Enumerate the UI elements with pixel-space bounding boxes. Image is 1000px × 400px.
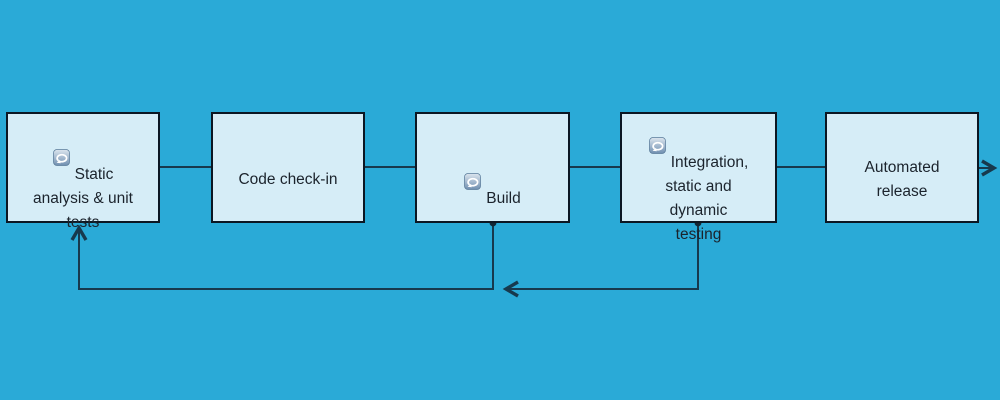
- node-label: Build: [486, 189, 521, 207]
- node-static-analysis-unit-tests: Static analysis & unit tests: [6, 112, 160, 231]
- node-automated-release: Automated release: [825, 112, 979, 223]
- node-label: Code check-in: [238, 170, 338, 188]
- repeat-icon: [648, 113, 666, 154]
- node-label: Static analysis & unit tests: [33, 165, 133, 231]
- node-label: Automated release: [864, 158, 940, 200]
- node-build: Build: [415, 112, 570, 223]
- repeat-icon: [52, 125, 70, 166]
- repeat-icon: [464, 149, 482, 190]
- node-integration-testing: Integration, static and dynamic testing: [620, 112, 777, 243]
- node-label: Integration, static and dynamic testing: [665, 153, 749, 243]
- node-code-check-in: Code check-in: [211, 112, 365, 223]
- feedback-arrow-build-to-static: [70, 223, 494, 290]
